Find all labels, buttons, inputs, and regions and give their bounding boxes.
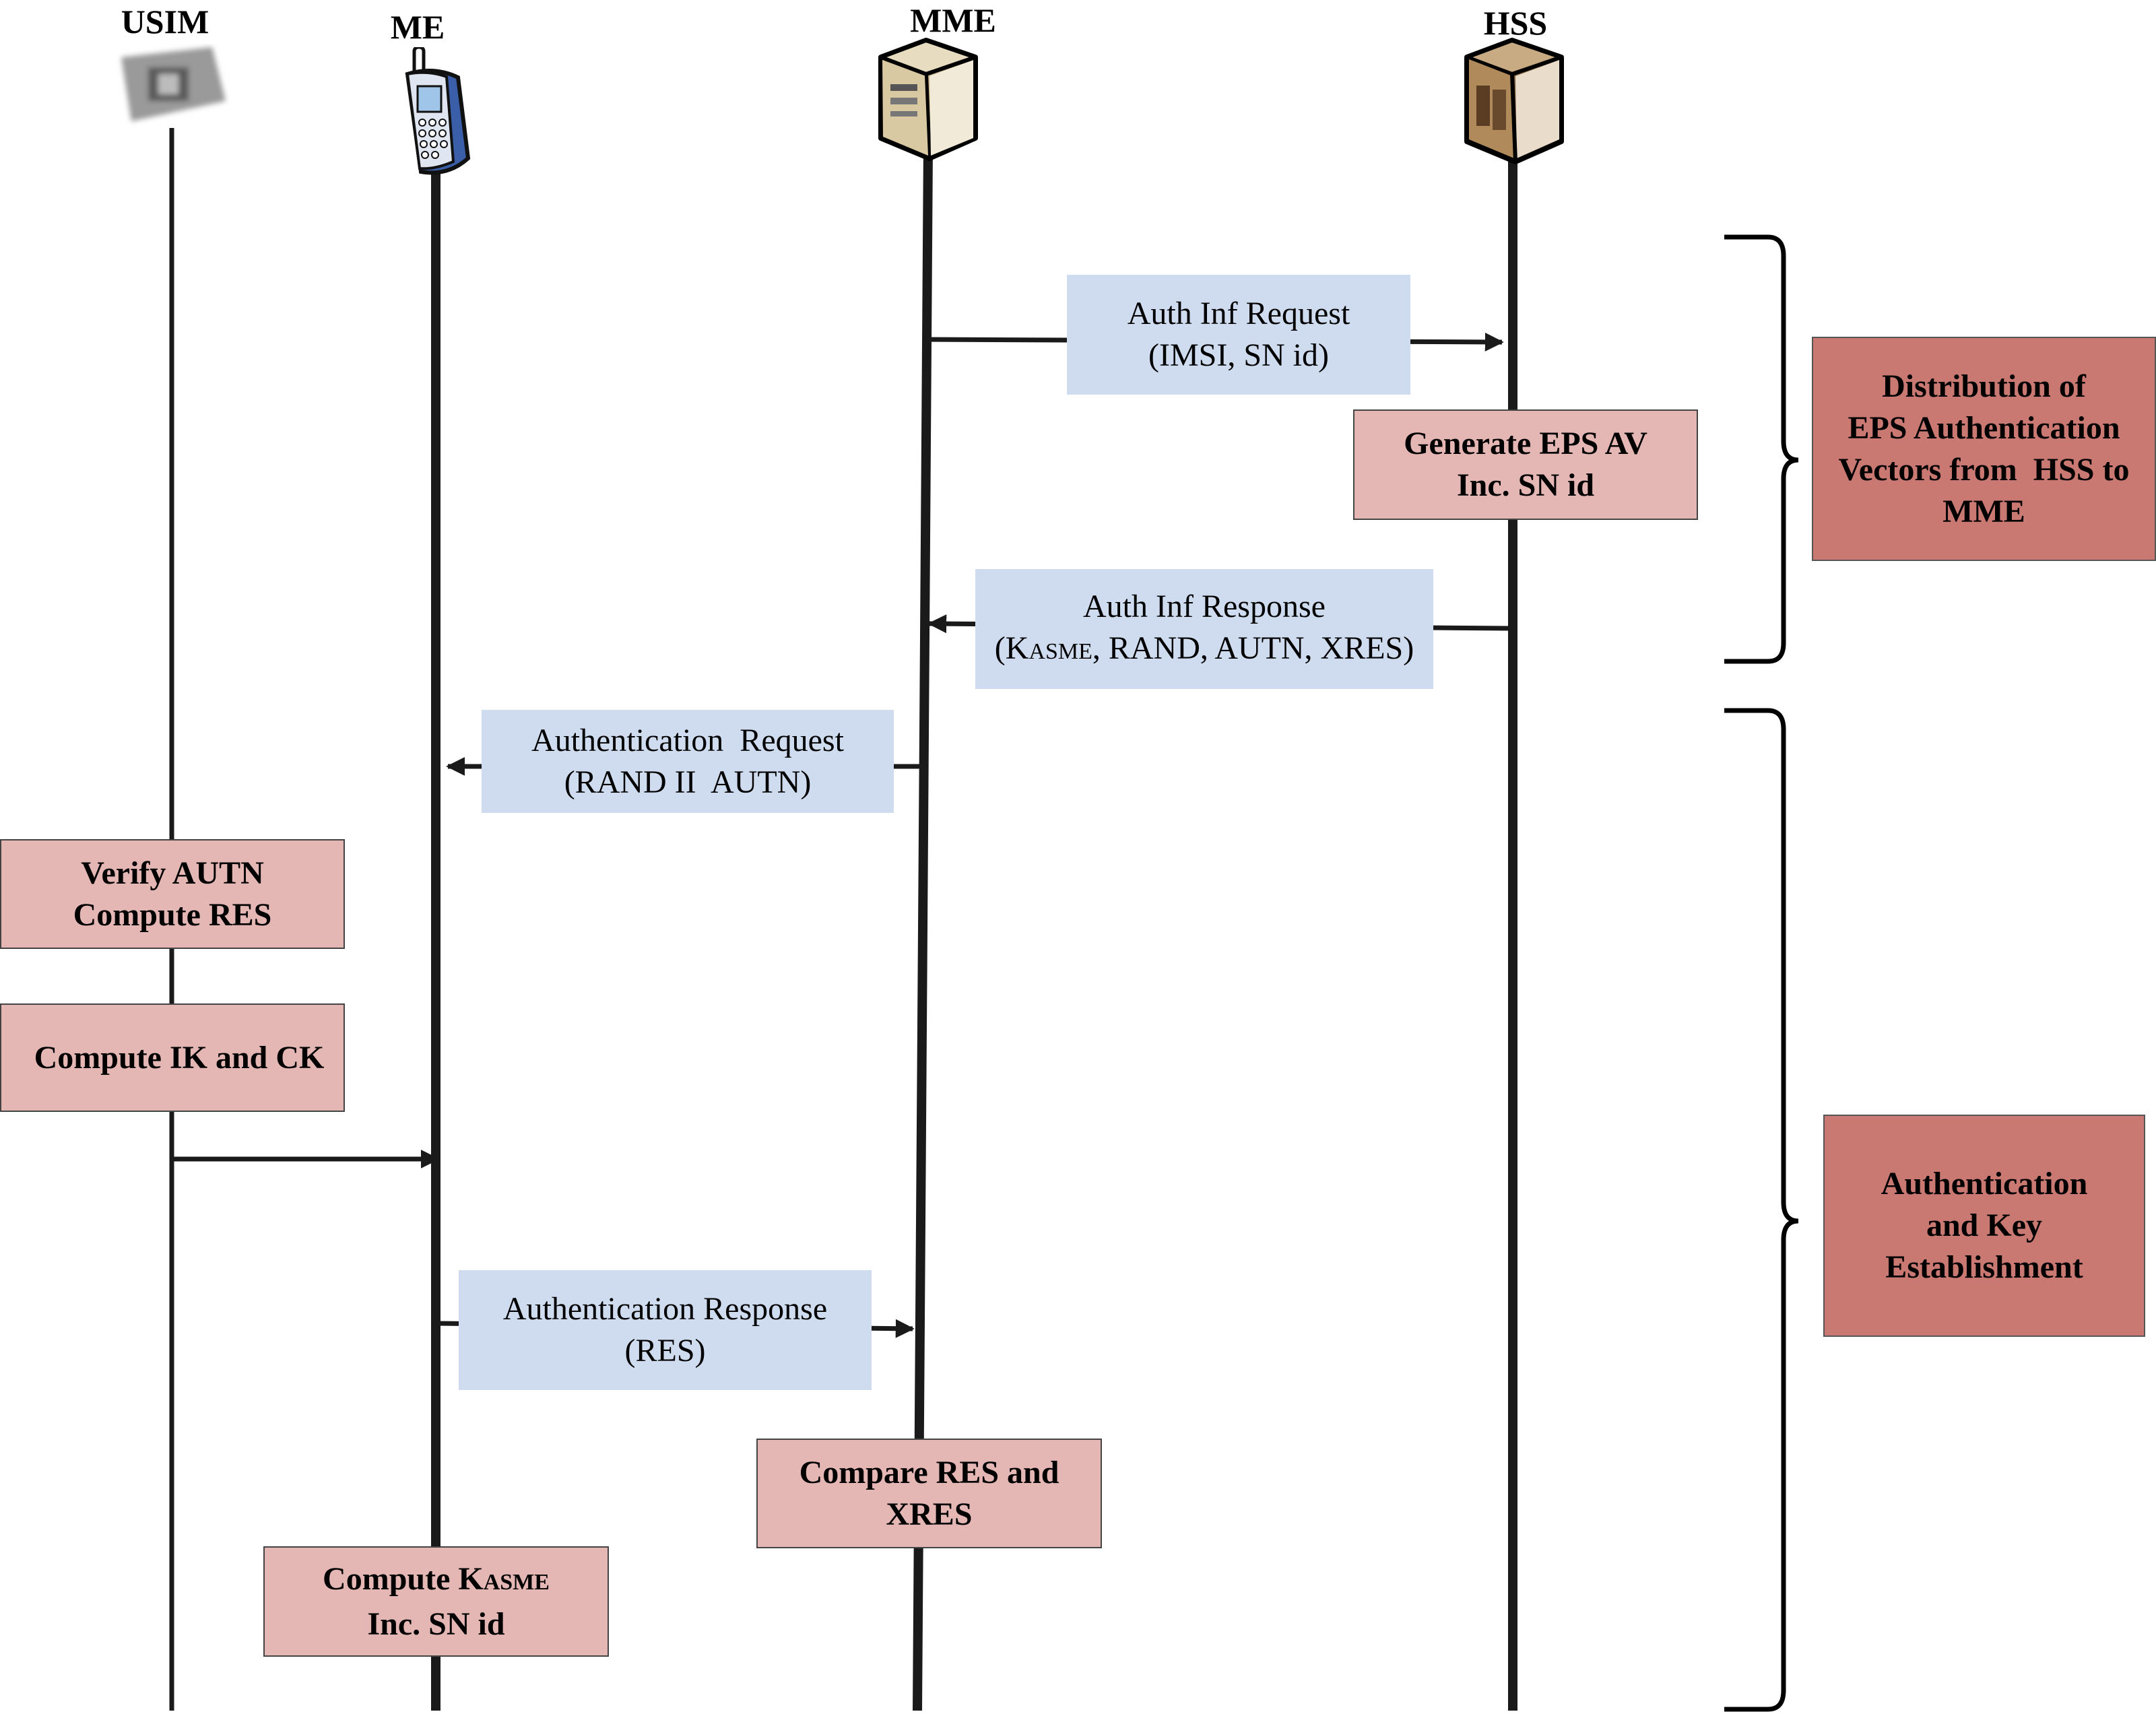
me-label: ME — [390, 8, 445, 46]
auth-inf-response-rest: , RAND, AUTN, XRES) — [1092, 630, 1414, 666]
authentication-request-line1: Authentication Request — [531, 722, 844, 758]
authentication-response-box: Authentication Response (RES) — [459, 1270, 872, 1390]
auth-inf-request-box: Auth Inf Request (IMSI, SN id) — [1067, 275, 1410, 395]
auth-inf-response-sub: ASME — [1028, 638, 1092, 664]
compute-kasme-box: Compute KASME Inc. SN id — [263, 1546, 609, 1657]
auth-key-phase-box: Authentication and Key Establishment — [1823, 1115, 2145, 1337]
distribution-line2: EPS Authentication — [1848, 409, 2120, 446]
compute-kasme-line2: Inc. SN id — [367, 1606, 505, 1642]
server-icon — [878, 38, 978, 161]
authentication-request-box: Authentication Request (RAND II AUTN) — [482, 710, 894, 813]
mobile-phone-icon — [405, 47, 471, 175]
compare-res-box: Compare RES and XRES — [756, 1439, 1102, 1548]
compute-kasme-line1: Compute KASME — [323, 1558, 550, 1604]
authentication-request-line2: (RAND II AUTN) — [564, 764, 812, 800]
generate-eps-av-line1: Generate EPS AV — [1404, 426, 1647, 461]
auth-inf-request-line1: Auth Inf Request — [1127, 296, 1350, 331]
sim-card-icon — [121, 47, 226, 121]
verify-autn-line1: Verify AUTN — [81, 855, 264, 891]
compare-res-line1: Compare RES and — [799, 1454, 1059, 1490]
auth-key-line1: Authentication — [1881, 1166, 2088, 1201]
authentication-response-line1: Authentication Response — [502, 1291, 828, 1327]
auth-inf-response-box: Auth Inf Response (KASME, RAND, AUTN, XR… — [975, 569, 1433, 689]
mme-label: MME — [910, 1, 996, 39]
auth-key-line2: and Key — [1926, 1208, 2043, 1243]
generate-eps-av-line2: Inc. SN id — [1456, 467, 1595, 503]
auth-inf-response-line2: (KASME, RAND, AUTN, XRES) — [995, 628, 1414, 673]
hss-label: HSS — [1483, 4, 1548, 42]
verify-autn-box: Verify AUTN Compute RES — [0, 839, 345, 949]
distribution-phase-box: Distribution of EPS Authentication Vecto… — [1812, 337, 2156, 561]
compare-res-line2: XRES — [886, 1496, 973, 1532]
generate-eps-av-box: Generate EPS AV Inc. SN id — [1353, 409, 1698, 520]
verify-autn-line2: Compute RES — [73, 896, 272, 933]
usim-label: USIM — [121, 3, 209, 40]
auth-inf-response-open: (K — [994, 630, 1029, 666]
distribution-line3: Vectors from HSS to — [1838, 451, 2130, 488]
brace-auth-key — [1724, 708, 1799, 1712]
compute-kasme-prefix: Compute K — [323, 1560, 484, 1597]
compute-ik-ck-line1: Compute IK and CK — [34, 1039, 325, 1076]
compute-ik-ck-box: Compute IK and CK — [0, 1003, 345, 1112]
authentication-response-line2: (RES) — [624, 1333, 706, 1368]
distribution-line1: Distribution of — [1882, 368, 2086, 404]
brace-distribution — [1724, 234, 1799, 664]
compute-kasme-sub: ASME — [483, 1569, 550, 1595]
auth-inf-response-line1: Auth Inf Response — [1083, 588, 1326, 624]
distribution-line4: MME — [1942, 493, 2025, 529]
auth-key-line3: Establishment — [1885, 1249, 2083, 1285]
auth-inf-request-line2: (IMSI, SN id) — [1148, 337, 1329, 373]
hss-server-icon — [1464, 38, 1564, 164]
